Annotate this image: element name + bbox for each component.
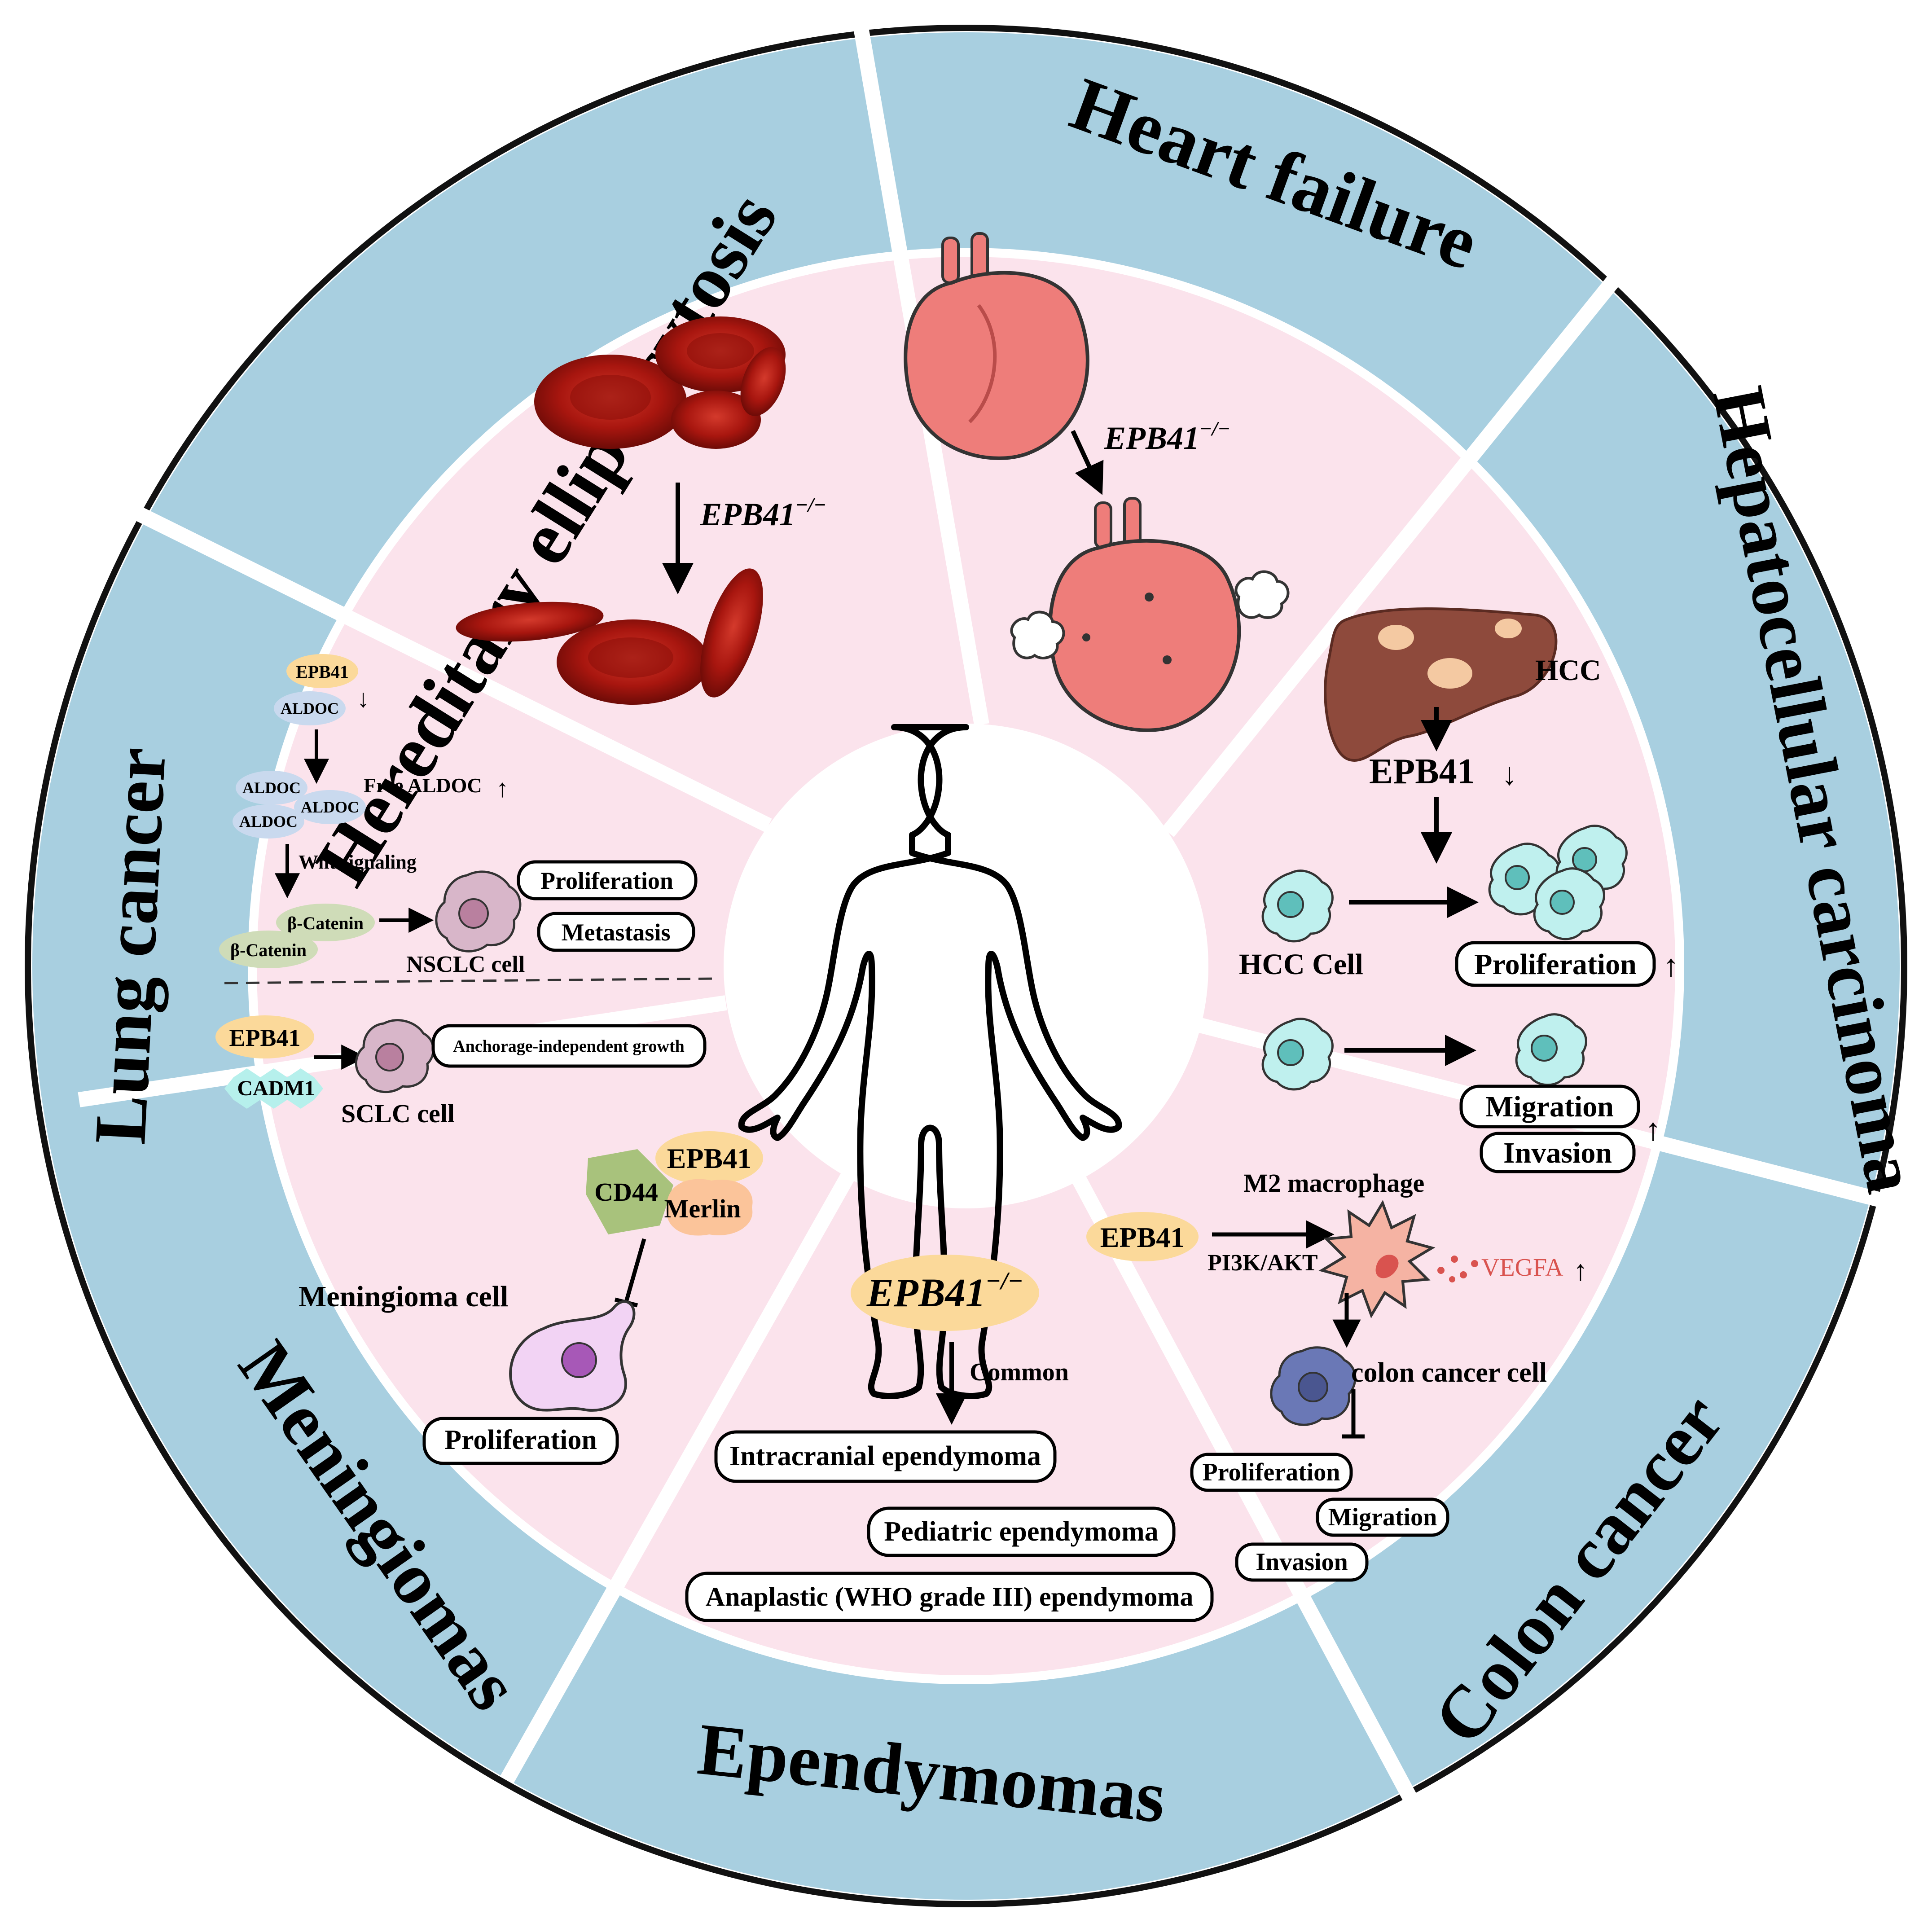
free-aldoc-up-icon: ↑ (496, 775, 509, 803)
cadm1-label: CADM1 (237, 1076, 315, 1100)
center-disc (724, 724, 1208, 1208)
human-body-icon (738, 724, 1122, 1399)
colon-epb41-oval (1086, 1212, 1199, 1261)
hcc-invasion-box (1480, 1132, 1636, 1173)
vegfa-up-icon: ↑ (1573, 1255, 1588, 1287)
arrow-heart (1071, 430, 1104, 495)
lung-epb41-label: EPB41 (296, 662, 349, 682)
lung-epb41-down-icon: ↓ (357, 685, 369, 713)
hcc-cell-2-icon (1261, 1018, 1334, 1091)
rbc-epb41-ko-label: EPB41−/− (700, 493, 826, 532)
lung-divider-dashed (224, 977, 716, 984)
lung-epb41-oval-2 (215, 1015, 314, 1058)
hcc-migration-up-icon: ↑ (1645, 1113, 1661, 1147)
vegfa-dots-icon (1437, 1256, 1478, 1282)
anaplastic-label: Anaplastic (WHO grade III) ependymoma (706, 1582, 1194, 1611)
meningioma-proliferation-label: Proliferation (444, 1425, 597, 1455)
anaplastic-box (685, 1572, 1214, 1622)
colon-proliferation-label: Proliferation (1203, 1458, 1340, 1486)
meningioma-cell-icon (509, 1300, 636, 1412)
cd44-label: CD44 (594, 1177, 658, 1207)
hcc-label: HCC (1535, 654, 1601, 687)
heart-epb41-ko-label: EPB41−/− (1104, 417, 1230, 456)
pediatric-box (867, 1506, 1176, 1557)
aldoc-oval-3 (294, 790, 366, 824)
ependymoma-epb41-ko-label: EPB41−/− (866, 1267, 1023, 1315)
hcc-cell-3-icon (1515, 1013, 1587, 1086)
colon-epb41-label: EPB41 (1100, 1221, 1185, 1253)
puff-right-icon (1234, 570, 1290, 619)
intracranial-label: Intracranial ependymoma (729, 1441, 1041, 1471)
hcc-cells-proliferating-icon (1488, 825, 1628, 940)
hcc-epb41-down-icon: ↓ (1502, 757, 1517, 792)
beta-catenin-oval-2 (219, 931, 318, 968)
lung-epb41-label-2: EPB41 (229, 1024, 300, 1051)
vegfa-label: VEGFA (1481, 1254, 1563, 1282)
colon-invasion-label: Invasion (1256, 1548, 1348, 1576)
metastasis-label: Metastasis (562, 919, 671, 946)
colon-cancer-cell-icon (1270, 1346, 1357, 1426)
hcc-invasion-label: Invasion (1503, 1137, 1612, 1169)
macrophage-nucleus-icon (1375, 1255, 1399, 1278)
lung-proliferation-label: Proliferation (540, 867, 673, 894)
colon-cancer-cell-label: colon cancer cell (1351, 1357, 1547, 1388)
aldoc-oval-4 (233, 804, 304, 839)
meningioma-epb41-oval (655, 1131, 763, 1185)
hcc-migration-label: Migration (1485, 1090, 1614, 1123)
rbc-elliptocyte-icon (456, 568, 763, 705)
lung-aldoc-oval (274, 691, 346, 725)
beta-catenin-oval-1 (276, 904, 375, 941)
ependymoma-epb41-oval (851, 1255, 1039, 1331)
colon-migration-box (1316, 1497, 1449, 1537)
lung-aldoc-label: ALDOC (281, 699, 339, 717)
nsclc-cell-label: NSCLC cell (406, 952, 525, 977)
puff-left-icon (1010, 610, 1065, 659)
hcc-cell-label: HCC Cell (1239, 948, 1363, 981)
rbc-normal-icon (534, 316, 786, 449)
anchorage-box (431, 1024, 707, 1068)
hcc-prolif-up-icon: ↑ (1663, 949, 1679, 984)
beta-catenin-label-1: β-Catenin (287, 913, 364, 933)
hcc-migration-box (1459, 1085, 1640, 1128)
aldoc-oval-2 (236, 771, 307, 805)
pi3k-akt-label: PI3K/AKT (1208, 1250, 1318, 1276)
hcc-cell-icon (1261, 869, 1334, 943)
hcc-proliferation-box (1455, 941, 1656, 987)
meningioma-epb41-label: EPB41 (667, 1142, 751, 1174)
sclc-cell-label: SCLC cell (341, 1099, 455, 1128)
anchorage-label: Anchorage-independent growth (453, 1037, 685, 1056)
heart-failing-icon (1048, 497, 1241, 732)
meningioma-proliferation-box (422, 1417, 619, 1465)
colon-proliferation-box (1190, 1453, 1353, 1492)
intracranial-box (714, 1430, 1057, 1483)
common-label: Common (970, 1358, 1069, 1386)
metastasis-box (537, 912, 695, 952)
meningioma-cell-label: Meningioma cell (299, 1280, 508, 1313)
hcc-epb41-label: EPB41 (1369, 752, 1475, 791)
colon-migration-label: Migration (1328, 1503, 1437, 1531)
sclc-cell-icon (355, 1019, 435, 1093)
cadm1-icon (224, 1068, 323, 1109)
heart-normal-icon (904, 232, 1089, 460)
free-aldoc-label: Free ALDOC (364, 774, 482, 797)
aldoc-label-3: ALDOC (301, 798, 359, 816)
lung-epb41-oval (286, 654, 358, 688)
beta-catenin-label-2: β-Catenin (230, 940, 307, 960)
pediatric-label: Pediatric ependymoma (884, 1516, 1158, 1547)
merlin-label: Merlin (664, 1194, 741, 1223)
m2-macrophage-icon (1318, 1200, 1436, 1318)
lung-proliferation-box (517, 860, 698, 900)
colon-invasion-box (1235, 1542, 1369, 1582)
cd44-icon (586, 1149, 673, 1234)
hcc-proliferation-label: Proliferation (1474, 948, 1637, 981)
aldoc-label-4: ALDOC (239, 812, 298, 830)
aldoc-label-2: ALDOC (242, 779, 301, 797)
wnt-signaling-label: Wnt signaling (299, 851, 417, 873)
merlin-icon (666, 1179, 753, 1236)
meningioma-inhibit-line (624, 1238, 646, 1303)
m2-macrophage-label: M2 macrophage (1243, 1168, 1424, 1198)
nsclc-cell-icon (435, 870, 522, 953)
